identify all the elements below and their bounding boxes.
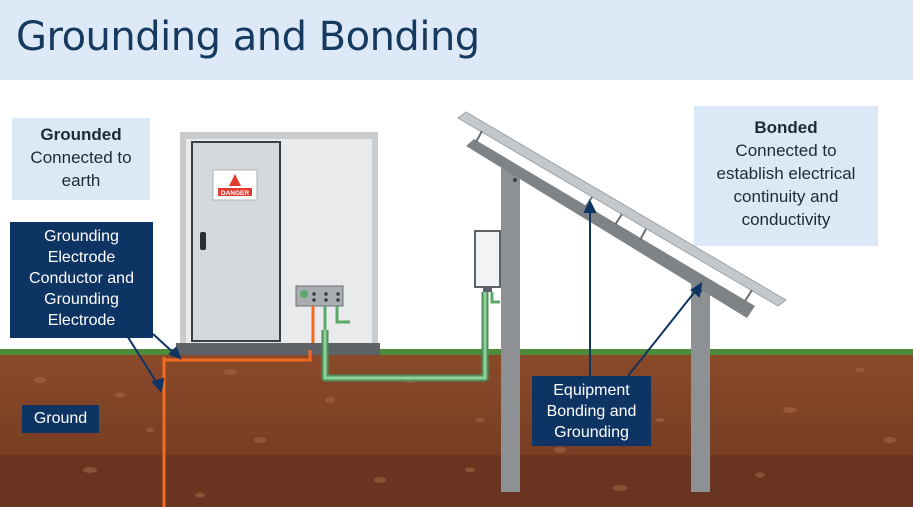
equipment-bonding-label: Equipment Bonding and Grounding — [532, 376, 651, 446]
ground-label-text: Ground — [33, 410, 88, 427]
title-bar: Grounding and Bonding — [0, 0, 913, 80]
solar-rack — [457, 111, 787, 492]
grounding-electrode-conductor-label: Grounding Electrode Conductor and Ground… — [10, 222, 153, 338]
grounded-line: earth — [61, 171, 101, 190]
electrical-cabinet: DANGER — [176, 132, 380, 355]
grounded-heading: Grounded — [40, 125, 122, 144]
rack-rail — [466, 139, 755, 318]
equipment-label-line: Equipment — [553, 382, 630, 399]
danger-sign-text: DANGER — [221, 190, 249, 197]
cabinet-base — [176, 343, 380, 355]
callout-pointers — [125, 199, 703, 394]
gec-label-line: Electrode — [47, 249, 116, 266]
gec-label-line: Grounding — [44, 228, 119, 245]
bonded-line: conductivity — [741, 210, 831, 229]
page-title: Grounding and Bonding — [16, 14, 480, 60]
grass-strip — [0, 349, 913, 355]
grounded-line: Connected to — [30, 148, 132, 167]
gec-label-line: Conductor and — [29, 270, 134, 287]
ground-bus-bar — [295, 285, 344, 307]
grounding-electrode-conductor — [162, 350, 312, 507]
grounded-definition-box: Grounded Connected to earth — [12, 118, 150, 200]
equipment-bonding-conductor — [321, 292, 500, 382]
junction-box — [474, 230, 501, 292]
rear-post — [691, 282, 710, 492]
bonded-line: Connected to — [735, 141, 837, 160]
bonded-definition-box: Bonded Connected to establish electrical… — [694, 106, 878, 246]
equipment-label-line: Grounding — [554, 424, 629, 441]
equipment-label-line: Bonding and — [546, 403, 637, 420]
door-handle — [200, 232, 206, 250]
bonded-heading: Bonded — [754, 118, 818, 137]
ground-symbol-icon — [300, 290, 308, 298]
gec-label-line: Electrode — [47, 312, 116, 329]
front-post — [501, 168, 520, 492]
gec-label-line: Grounding — [44, 291, 119, 308]
ground-label: Ground — [22, 405, 99, 433]
solar-panel — [457, 111, 787, 307]
bonded-line: establish electrical — [716, 164, 856, 183]
warning-triangle-icon — [229, 174, 241, 186]
soil — [0, 353, 913, 507]
bonded-line: continuity and — [733, 187, 839, 206]
